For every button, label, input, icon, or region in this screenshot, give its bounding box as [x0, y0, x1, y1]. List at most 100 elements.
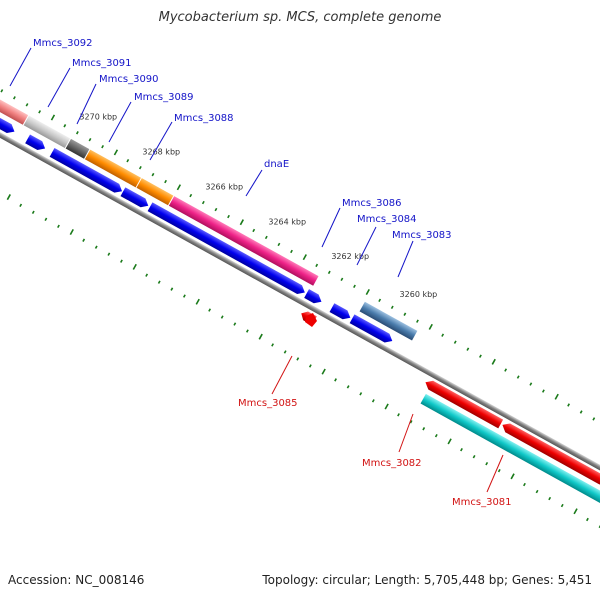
accession-text: Accession: NC_008146	[8, 573, 145, 587]
map-track-group: 3270 kbp 3268 kbp 3266 kbp 3264 kbp 3262…	[0, 88, 600, 530]
gene-feature-mmcs-3088[interactable]	[136, 178, 174, 206]
reverse-callouts	[271, 355, 504, 493]
scale-tick	[233, 322, 237, 326]
genome-backbone	[0, 113, 600, 487]
gene-label-mmcs-3082[interactable]: Mmcs_3082	[362, 458, 422, 469]
scale-tick	[397, 413, 400, 417]
scale-tick	[138, 165, 142, 170]
forward-cds-track	[0, 102, 395, 345]
cds-marker-reverse[interactable]	[305, 313, 317, 327]
cds-arrow-reverse[interactable]	[423, 378, 504, 429]
scale-tick	[472, 454, 476, 459]
scale-label: 3266 kbp	[205, 182, 243, 191]
cds-arrow[interactable]	[25, 134, 47, 152]
scale-tick	[182, 294, 186, 298]
scale-tick	[378, 298, 382, 302]
gene-feature-mmcs-3089[interactable]	[84, 149, 141, 188]
gene-feature-mmcs-3083[interactable]	[359, 301, 418, 341]
scale-tick	[208, 308, 212, 312]
scale-tick	[126, 158, 130, 163]
map-title: Mycobacterium sp. MCS, complete genome	[158, 10, 442, 25]
scale-label: 3262 kbp	[331, 252, 369, 261]
cds-arrow[interactable]	[0, 102, 17, 135]
scale-tick-major	[365, 288, 370, 296]
scale-tick	[579, 410, 583, 414]
scale-tick	[0, 89, 4, 93]
genome-summary-text: Topology: circular; Length: 5,705,448 bp…	[262, 573, 592, 587]
gene-label-mmcs-3086[interactable]: Mmcs_3086	[342, 198, 402, 209]
scale-tick	[516, 375, 520, 379]
scale-tick	[308, 364, 312, 368]
scale-tick-major	[258, 333, 263, 340]
gene-label-mmcs-3091[interactable]: Mmcs_3091	[72, 58, 132, 69]
scale-tick-major	[195, 298, 200, 305]
scale-tick	[151, 172, 155, 177]
scale-labels: 3270 kbp 3268 kbp 3266 kbp 3264 kbp 3262…	[79, 113, 437, 299]
scale-tick-major	[132, 263, 137, 270]
cds-arrow[interactable]	[349, 314, 395, 345]
scale-tick	[504, 368, 508, 372]
outer-scale-ticks	[0, 89, 596, 421]
gene-label-mmcs-3084[interactable]: Mmcs_3084	[357, 214, 417, 225]
gene-feature-mmcs-3081[interactable]	[420, 393, 600, 530]
cds-arrow-reverse[interactable]	[500, 421, 600, 485]
scale-tick	[227, 214, 230, 219]
scale-tick	[346, 385, 350, 389]
gene-label-mmcs-3092[interactable]: Mmcs_3092	[33, 38, 93, 49]
cds-arrow[interactable]	[329, 303, 353, 322]
scale-tick-major	[554, 393, 559, 400]
gene-label-mmcs-3083[interactable]: Mmcs_3083	[392, 230, 452, 241]
scale-tick	[560, 503, 564, 508]
scale-tick	[371, 399, 375, 403]
gene-label-mmcs-3090[interactable]: Mmcs_3090	[99, 74, 159, 85]
scale-tick	[201, 200, 205, 205]
gene-feature-mmcs-3092[interactable]	[0, 88, 29, 125]
gene-feature-dnae[interactable]	[168, 196, 319, 286]
scale-tick	[535, 489, 539, 494]
scale-tick	[567, 403, 571, 407]
scale-tick-major	[384, 403, 389, 410]
scale-tick	[315, 263, 319, 268]
scale-tick	[403, 312, 407, 316]
scale-tick	[75, 131, 79, 135]
scale-tick-major	[239, 219, 245, 226]
cds-arrow[interactable]	[304, 289, 324, 306]
scale-tick-major	[321, 368, 326, 375]
scale-tick	[94, 245, 98, 249]
scale-label: 3270 kbp	[79, 113, 117, 122]
scale-tick	[170, 287, 174, 291]
cds-arrow[interactable]	[147, 202, 308, 297]
scale-tick-major	[176, 184, 182, 191]
scale-tick	[245, 329, 249, 333]
gene-label-mmcs-3085[interactable]: Mmcs_3085	[238, 398, 298, 409]
scale-tick	[416, 319, 419, 323]
scale-tick	[541, 389, 545, 393]
scale-tick	[586, 517, 589, 522]
scale-tick	[592, 417, 596, 421]
gene-label-mmcs-3089[interactable]: Mmcs_3089	[134, 92, 194, 103]
scale-tick	[359, 392, 363, 396]
scale-tick	[57, 224, 60, 228]
scale-tick	[296, 357, 300, 361]
gene-feature-mmcs-3090[interactable]	[65, 138, 90, 159]
scale-tick-major	[447, 438, 452, 445]
scale-tick	[31, 210, 35, 215]
gene-feature-mmcs-3091[interactable]	[23, 115, 71, 149]
scale-tick	[460, 447, 463, 452]
scale-tick-major	[573, 508, 578, 515]
scale-tick	[271, 343, 275, 347]
scale-tick-major	[113, 149, 119, 156]
cds-arrow[interactable]	[120, 187, 150, 210]
scale-tick	[101, 145, 105, 149]
scale-tick-major	[69, 228, 74, 235]
scale-tick	[497, 468, 501, 473]
gene-label-mmcs-3081[interactable]: Mmcs_3081	[452, 497, 512, 508]
scale-tick	[598, 524, 600, 529]
scale-tick-major	[302, 254, 307, 261]
reverse-gene-track	[420, 393, 600, 530]
gene-label-dnae[interactable]: dnaE	[264, 159, 289, 170]
cds-arrow[interactable]	[49, 148, 125, 196]
gene-label-mmcs-3088[interactable]: Mmcs_3088	[174, 113, 234, 124]
scale-tick-major	[50, 114, 56, 121]
